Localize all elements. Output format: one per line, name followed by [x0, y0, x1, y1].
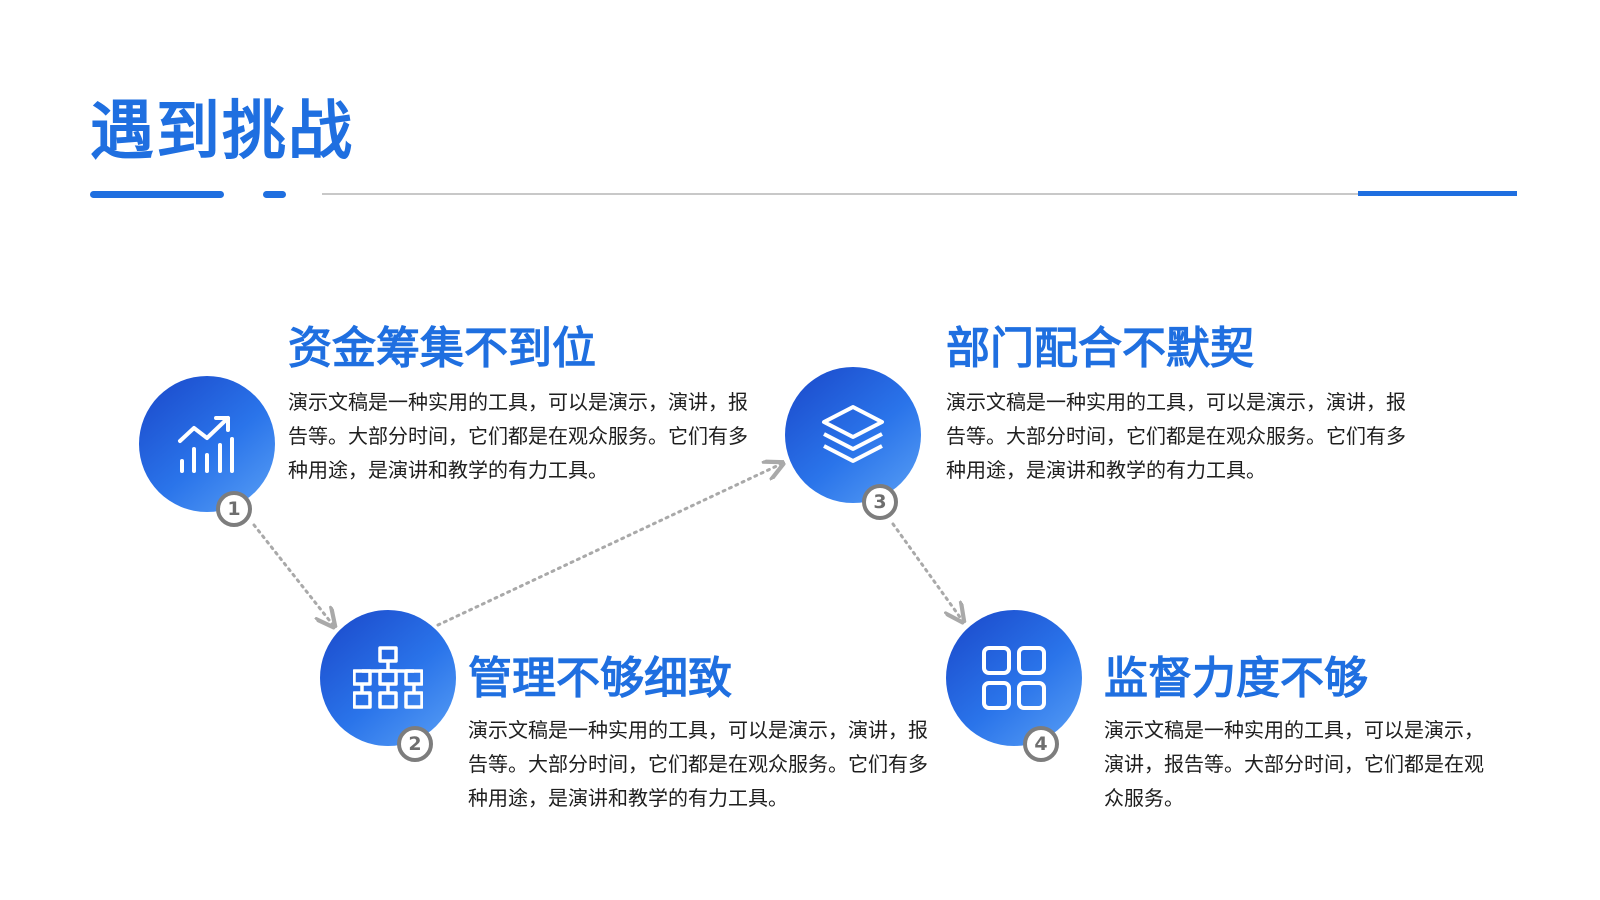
step-3-icon-circle [785, 367, 921, 503]
connector-2-to-3 [436, 464, 781, 627]
title-underline-dash [263, 191, 286, 198]
connector-1-to-2 [252, 523, 333, 625]
org-chart-icon [353, 646, 423, 710]
step-3-number-badge: 3 [862, 484, 898, 520]
step-3-description: 演示文稿是一种实用的工具，可以是演示，演讲，报告等。大部分时间，它们都是在观众服… [946, 390, 1406, 482]
step-1-description: 演示文稿是一种实用的工具，可以是演示，演讲，报告等。大部分时间，它们都是在观众服… [288, 390, 748, 482]
step-2-number-badge: 2 [397, 726, 433, 762]
step-2-icon-circle [320, 610, 456, 746]
step-4-icon-circle [946, 610, 1082, 746]
title-underline-accent [90, 191, 224, 198]
step-4-number-badge: 4 [1023, 726, 1059, 762]
title-divider-accent [1358, 191, 1517, 196]
step-1-number-badge: 1 [216, 491, 252, 527]
step-3-title: 部门配合不默契 [946, 323, 1254, 374]
step-1-icon-circle [139, 376, 275, 512]
step-2-title: 管理不够细致 [468, 653, 732, 704]
step-2-description: 演示文稿是一种实用的工具，可以是演示，演讲，报告等。大部分时间，它们都是在观众服… [468, 718, 928, 810]
step-4-description: 演示文稿是一种实用的工具，可以是演示，演讲，报告等。大部分时间，它们都是在观众服… [1104, 718, 1484, 810]
chart-trend-up-icon [174, 411, 240, 477]
connector-3-to-4 [891, 522, 962, 620]
step-1-title: 资金筹集不到位 [288, 323, 596, 374]
step-4-title: 监督力度不够 [1104, 653, 1368, 704]
page-title: 遇到挑战 [90, 95, 354, 169]
layers-icon [820, 404, 886, 466]
grid-four-icon [981, 645, 1047, 711]
title-divider-line [322, 193, 1512, 195]
